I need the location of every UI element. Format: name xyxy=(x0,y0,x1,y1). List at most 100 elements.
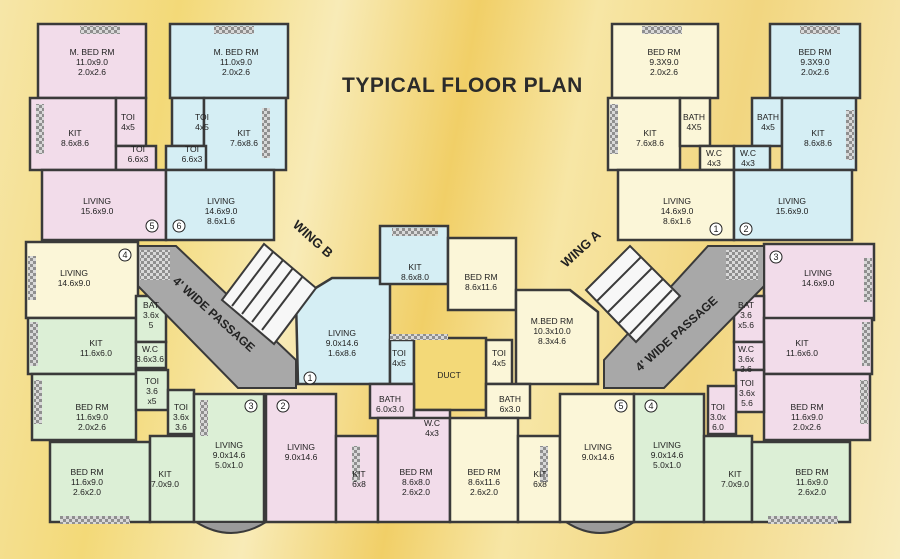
room-label-line: TOI xyxy=(131,144,145,154)
room-label-line: BED RM xyxy=(464,272,497,282)
room-label-line: LIVING xyxy=(663,196,691,206)
room-label-line: 9.0x14.6 xyxy=(213,450,246,460)
room-label-line: 15.6x9.0 xyxy=(776,206,809,216)
room-label-line: 8.6x1.6 xyxy=(207,216,235,226)
room-label-line: 2.6x2.0 xyxy=(798,487,826,497)
room-label-line: 4x3 xyxy=(741,158,755,168)
flat-number-circle xyxy=(614,399,628,413)
room-label-line: 4x5 xyxy=(761,122,775,132)
room-label-line: TOI xyxy=(392,348,406,358)
room-label-line: LIVING xyxy=(215,440,243,450)
room-label-line: 6.6x3 xyxy=(182,154,203,164)
flat-number-circle xyxy=(145,219,159,233)
room-label-line: 2.0x2.6 xyxy=(78,67,106,77)
stair-left xyxy=(220,242,318,346)
room-label-line: LIVING xyxy=(778,196,806,206)
room-label-line: 2.0x2.6 xyxy=(650,67,678,77)
room-label-line: TOI xyxy=(174,402,188,412)
room-label-line: 2.6x2.0 xyxy=(470,487,498,497)
room-label-line: KIT xyxy=(533,469,546,479)
room-label-line: TOI xyxy=(185,144,199,154)
room-label-line: 3.6 xyxy=(740,310,752,320)
room-label-line: 8.3x4.6 xyxy=(538,336,566,346)
room-label-line: KIT xyxy=(237,128,250,138)
room-label-line: 8.6x8.0 xyxy=(402,477,430,487)
room-label-line: BED RM xyxy=(795,467,828,477)
room-label-line: BED RM xyxy=(70,467,103,477)
room-label-line: 7.0x9.0 xyxy=(151,479,179,489)
room-label-line: 2.6x2.0 xyxy=(402,487,430,497)
room-label-line: W.C xyxy=(740,148,756,158)
center-block xyxy=(294,224,600,440)
room-label-line: 3.6 xyxy=(175,422,187,432)
room-label-line: LIVING xyxy=(207,196,235,206)
room-label-line: LIVING xyxy=(328,328,356,338)
room-label-line: BED RM xyxy=(790,402,823,412)
room-label-line: 3.6x xyxy=(738,354,755,364)
room-label-line: 4X5 xyxy=(686,122,701,132)
room-label-line: KIT xyxy=(89,338,102,348)
room-label-line: 11.6x6.0 xyxy=(786,348,818,358)
room-label-line: LIVING xyxy=(584,442,612,452)
room-label-line: 6.6x3 xyxy=(128,154,149,164)
room-label-line: 8.6x8.6 xyxy=(61,138,89,148)
room-label-line: 15.6x9.0 xyxy=(81,206,114,216)
room-label-line: 4x5 xyxy=(121,122,135,132)
flat-number: 2 xyxy=(280,401,285,411)
room-label-line: 5.0x1.0 xyxy=(215,460,243,470)
flat-number: 1 xyxy=(713,224,718,234)
flat-number-circle xyxy=(709,222,723,236)
room-label-line: TOI xyxy=(492,348,506,358)
flat-number: 4 xyxy=(648,401,653,411)
room-label-line: KIT xyxy=(795,338,808,348)
room-label-line: 11.6x6.0 xyxy=(80,348,112,358)
room-label-line: 8.6x11.6 xyxy=(468,477,500,487)
room-label-line: BED RM xyxy=(467,467,500,477)
room-label-line: LIVING xyxy=(83,196,111,206)
flat-number-circle xyxy=(769,250,783,264)
stair-right xyxy=(584,244,682,344)
room-label-line: x5 xyxy=(148,396,157,406)
room-label-line: TOI xyxy=(740,378,754,388)
flat-number: 6 xyxy=(176,221,181,231)
room-label-line: W.C xyxy=(142,344,158,354)
room-label-line: TOI xyxy=(145,376,159,386)
flat-number: 3 xyxy=(773,252,778,262)
room-label-line: 3.6x xyxy=(143,310,160,320)
wing-b-upper-block xyxy=(28,22,290,242)
room-label-line: 11.6x9.0 xyxy=(71,477,103,487)
room-label-line: 6x8 xyxy=(533,479,547,489)
room-label-line: 6x3.0 xyxy=(500,404,521,414)
passages xyxy=(137,245,765,389)
room-label-line: 14.6x9.0 xyxy=(58,278,91,288)
room-label-line: 6x8 xyxy=(352,479,366,489)
flat-number-circle xyxy=(303,371,317,385)
